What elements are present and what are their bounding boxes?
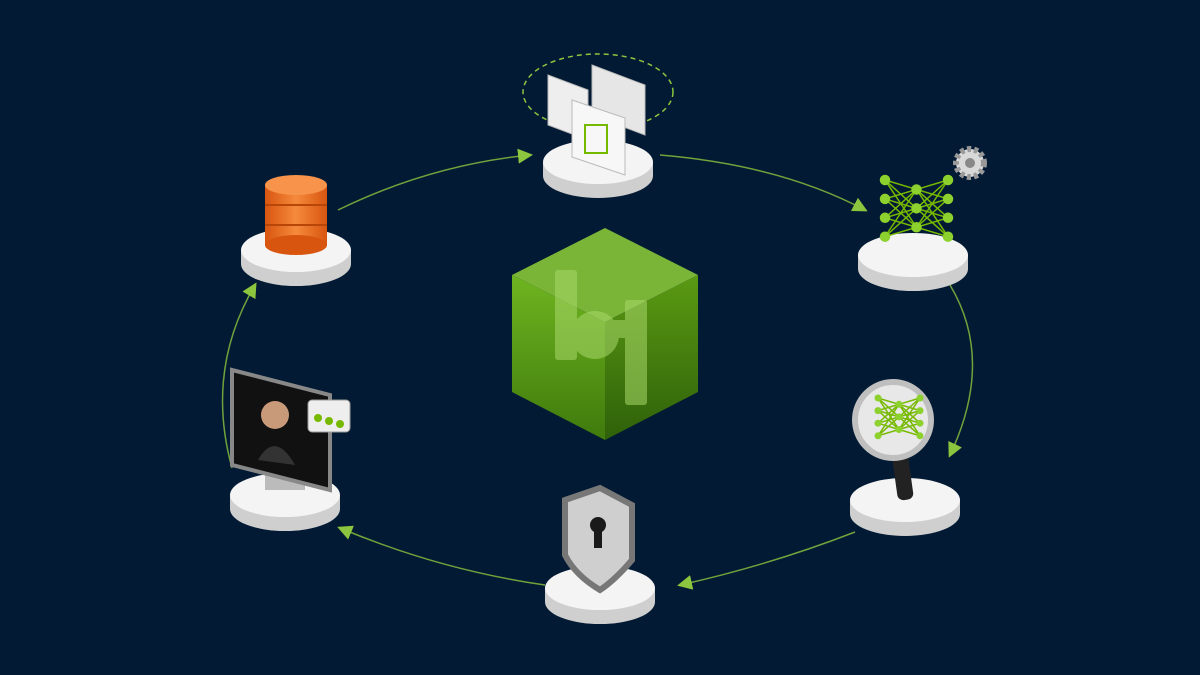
node-dot [879,193,891,205]
node-dot [942,212,954,224]
node-dot [874,432,882,440]
neural-network-gear-icon [879,174,954,242]
arrow [948,284,974,458]
node-dot [874,394,882,402]
green-cube-gears-icon [512,228,698,440]
shield-keyhole-icon [562,484,635,594]
node-dot [911,222,922,233]
node-dot [916,394,924,402]
node-dot [895,426,903,433]
node-dot [879,212,891,224]
node-dot [911,203,922,214]
pedestal [850,478,960,536]
node-dot [895,400,903,408]
node-dot [916,407,924,415]
node-dot [916,419,924,427]
arrow [659,154,868,212]
pedestal [858,233,968,291]
node-dot [879,174,891,186]
magnifier-network-icon [852,379,934,501]
node-dot [874,419,882,427]
node-dot [942,174,954,186]
node-dot [879,231,891,242]
arrow [221,282,257,469]
node-dot [942,231,954,242]
monitor-avatar-chat-icon [230,367,351,493]
node-dot [874,407,882,415]
node-dot [911,184,922,195]
arrow [337,148,533,211]
documents-icon [522,53,674,176]
node-dot [916,432,924,440]
node-dot [895,413,903,421]
gear-icon [953,146,987,180]
connector-arrows [221,148,974,590]
node-dot [942,193,954,205]
database-icon [265,175,327,255]
arrow [677,531,856,590]
arrow [337,525,546,586]
